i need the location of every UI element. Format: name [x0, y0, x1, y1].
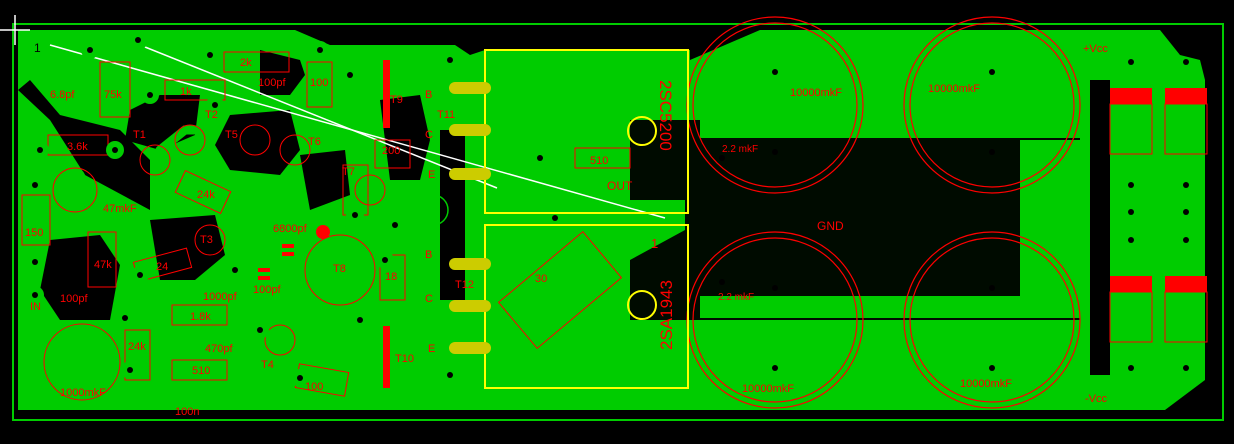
- q-top-label: 2SC5200: [656, 80, 675, 151]
- svg-text:1.8k: 1.8k: [190, 311, 211, 323]
- svg-text:B: B: [425, 249, 432, 261]
- svg-text:T2: T2: [205, 109, 218, 121]
- svg-text:150: 150: [25, 227, 43, 239]
- svg-text:100pf: 100pf: [60, 293, 88, 305]
- svg-text:24k: 24k: [128, 341, 146, 353]
- bulk-capacitors: [686, 16, 1081, 409]
- board-outline: [12, 23, 1224, 421]
- res-30-body: [497, 230, 623, 350]
- component-labels: 6.8pf 75k 2k 100pf 100 1k T1 T2 T5 T6 3.…: [25, 57, 414, 418]
- fuse-holders: [1109, 59, 1208, 371]
- cap-2u2-bottom: 2.2 mkF: [718, 292, 754, 303]
- mount-hole: [417, 194, 449, 226]
- vcc-neg-label: -Vcc: [1085, 393, 1108, 405]
- svg-text:100n: 100n: [175, 406, 199, 418]
- svg-text:24: 24: [156, 261, 168, 273]
- svg-text:24k: 24k: [197, 189, 215, 201]
- svg-text:6800pf: 6800pf: [273, 223, 308, 235]
- svg-text:47k: 47k: [94, 259, 112, 271]
- svg-text:T3: T3: [200, 234, 213, 246]
- res-510-power-label: 510: [590, 155, 608, 167]
- svg-text:470pf: 470pf: [205, 343, 233, 355]
- res-30-label: 30: [535, 273, 547, 285]
- svg-text:200: 200: [382, 145, 400, 157]
- pin-labels: B C E B C E: [425, 89, 435, 355]
- svg-text:1k: 1k: [180, 86, 192, 98]
- copper-gaps: [18, 30, 1222, 418]
- svg-text:100pf: 100pf: [258, 77, 286, 89]
- q-num-label: 1: [651, 236, 658, 251]
- q-bottom-label: 2SA1943: [657, 280, 676, 350]
- vcc-pos-label: +Vcc: [1083, 43, 1108, 55]
- svg-text:2k: 2k: [240, 57, 252, 69]
- svg-text:100pf: 100pf: [253, 284, 281, 296]
- svg-text:6.8pf: 6.8pf: [50, 89, 75, 101]
- svg-text:47mkF: 47mkF: [103, 203, 137, 215]
- svg-text:75k: 75k: [104, 89, 122, 101]
- gnd-label: GND: [817, 219, 844, 233]
- svg-text:510: 510: [192, 365, 210, 377]
- svg-text:T7: T7: [342, 166, 355, 178]
- svg-text:C: C: [425, 293, 433, 305]
- svg-text:B: B: [425, 89, 432, 101]
- cap-label-1: 10000mkF: [790, 87, 842, 99]
- marker-lines: [0, 15, 666, 219]
- svg-text:18: 18: [385, 271, 397, 283]
- res-510-power-body: [574, 147, 631, 169]
- silk-circles: [43, 124, 386, 401]
- t11-label: T11: [437, 109, 455, 121]
- svg-text:T8: T8: [333, 263, 346, 275]
- cap-label-2: 10000mkF: [928, 83, 980, 95]
- svg-text:E: E: [428, 169, 435, 181]
- transistor-pads: [449, 82, 491, 354]
- silk-rects: [21, 51, 411, 397]
- svg-text:E: E: [428, 343, 435, 355]
- svg-text:T5: T5: [225, 129, 238, 141]
- svg-text:1000pf: 1000pf: [203, 291, 238, 303]
- svg-text:T9: T9: [390, 94, 403, 106]
- t12-label: T12: [455, 279, 474, 291]
- cap-holes: [537, 69, 995, 371]
- corner-marker-label: 1: [34, 41, 41, 55]
- svg-text:1000mkF: 1000mkF: [60, 387, 106, 399]
- cap-label-3: 10000mkF: [742, 383, 794, 395]
- cap-label-4: 10000mkF: [960, 378, 1012, 390]
- small-pads: [26, 30, 459, 387]
- svg-text:C: C: [425, 129, 433, 141]
- cap-2u2-top: 2.2 mkF: [722, 144, 758, 155]
- svg-text:T6: T6: [308, 136, 321, 148]
- svg-text:T10: T10: [395, 353, 414, 365]
- power-traces: [700, 120, 1090, 318]
- svg-text:100: 100: [305, 381, 323, 393]
- svg-text:100: 100: [310, 77, 328, 89]
- out-label: OUT: [607, 179, 633, 193]
- svg-text:IN: IN: [30, 301, 41, 313]
- svg-text:T1: T1: [133, 129, 146, 141]
- svg-text:T4: T4: [261, 359, 274, 371]
- svg-text:3.6k: 3.6k: [67, 141, 88, 153]
- red-highlights: [258, 60, 390, 388]
